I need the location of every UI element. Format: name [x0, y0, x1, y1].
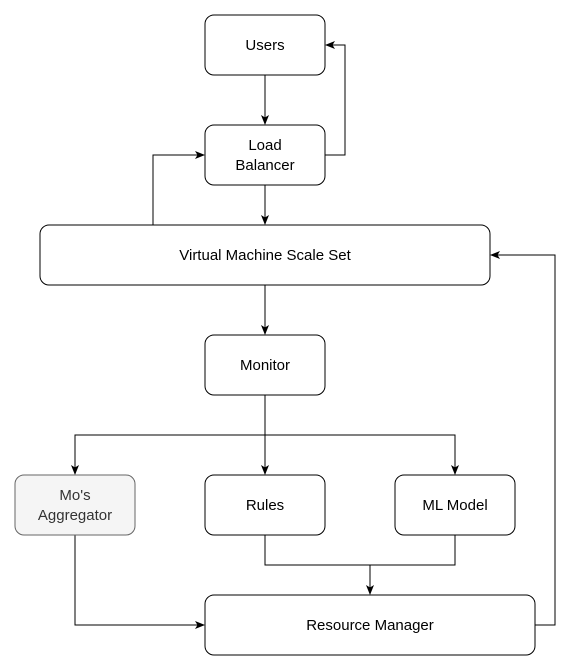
node-load-balancer[interactable]: Load Balancer: [204, 124, 326, 186]
node-mos-aggregator[interactable]: Mo's Aggregator: [14, 474, 136, 536]
edge-rules-to-resource-manager: [264, 535, 374, 595]
edge-load-balancer-to-users: [325, 41, 346, 156]
node-rules-box: [204, 474, 326, 536]
edge-mos-aggregator-to-resource-manager: [74, 535, 205, 629]
node-users-label: Users: [245, 37, 284, 54]
edge-ml-model-to-resource-manager: [370, 535, 456, 566]
node-rules-label: Rules: [246, 497, 284, 514]
node-mos-aggregator-label-line-1: Mo's: [59, 487, 90, 504]
node-load-balancer-label-line-1: Load: [248, 137, 281, 154]
edge-monitor-to-mos-aggregator: [71, 395, 266, 475]
node-monitor[interactable]: Monitor: [204, 334, 326, 396]
node-ml-model[interactable]: ML Model: [394, 474, 516, 536]
node-load-balancer-box: [204, 124, 326, 186]
node-rules[interactable]: Rules: [204, 474, 326, 536]
edges: [71, 41, 556, 629]
node-users[interactable]: Users: [204, 14, 326, 76]
node-load-balancer-label-line-2: Balancer: [235, 157, 294, 174]
node-mos-aggregator-label-line-2: Aggregator: [38, 507, 112, 524]
edge-resource-manager-to-vmss: [490, 251, 556, 626]
node-resource-manager-label: Resource Manager: [306, 617, 434, 634]
node-monitor-label: Monitor: [240, 357, 290, 374]
node-vmss[interactable]: Virtual Machine Scale Set: [39, 224, 491, 286]
node-ml-model-label: ML Model: [422, 497, 487, 514]
node-resource-manager[interactable]: Resource Manager: [204, 594, 536, 656]
node-ml-model-box: [394, 474, 516, 536]
node-mos-aggregator-box: [14, 474, 136, 536]
node-vmss-label: Virtual Machine Scale Set: [179, 247, 351, 264]
edge-vmss-to-load-balancer: [152, 151, 205, 225]
node-users-box: [204, 14, 326, 76]
node-vmss-box: [39, 224, 491, 286]
node-monitor-box: [204, 334, 326, 396]
node-resource-manager-box: [204, 594, 536, 656]
edge-monitor-to-ml-model: [265, 434, 459, 475]
